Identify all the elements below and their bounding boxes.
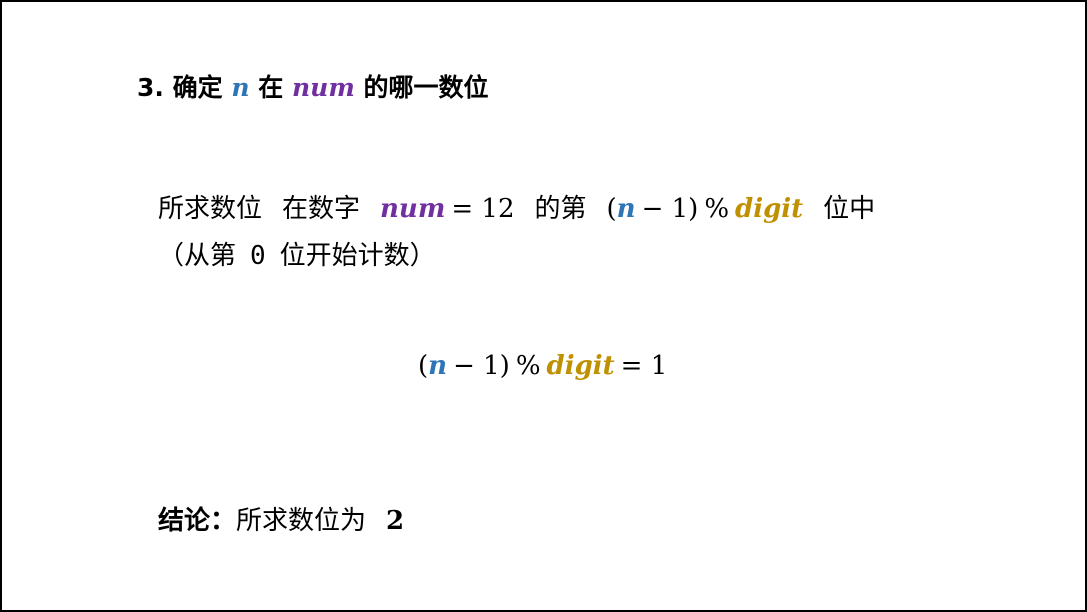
- formula-minus-one: − 1): [453, 351, 510, 381]
- note-close: 位开始计数）: [279, 241, 436, 271]
- formula-result: = 1: [620, 351, 668, 381]
- statement-part1: 所求数位: [158, 194, 263, 224]
- statement-var-digit: digit: [735, 194, 804, 224]
- statement-line: 所求数位在数字 num= 12 的第 (n− 1)%digit 位中: [158, 196, 875, 222]
- formula-percent: %: [515, 351, 541, 381]
- section-heading: 3. 确定 n 在 num 的哪一数位: [137, 75, 489, 100]
- formula: (n− 1)%digit= 1: [418, 353, 667, 379]
- formula-paren-open: (: [418, 351, 429, 381]
- statement-var-num: num: [380, 194, 446, 224]
- statement-note: （从第 0 位开始计数）: [158, 243, 436, 269]
- statement-part4: 位中: [823, 194, 876, 224]
- statement-part3: 的第: [534, 194, 587, 224]
- heading-var-n: n: [231, 73, 250, 102]
- formula-var-n: n: [428, 351, 448, 381]
- statement-var-n: n: [616, 194, 636, 224]
- heading-prefix: 3. 确定: [137, 73, 223, 102]
- statement-paren-open: (: [606, 194, 617, 224]
- conclusion-text: 所求数位为: [236, 506, 367, 536]
- conclusion-answer: 2: [386, 506, 405, 536]
- note-open: （从第: [158, 241, 237, 271]
- conclusion: 结论：所求数位为 2: [158, 508, 404, 534]
- note-zero: 0: [250, 241, 266, 271]
- statement-percent: %: [704, 194, 730, 224]
- statement-equals-value: = 12: [451, 194, 515, 224]
- heading-suffix: 的哪一数位: [363, 73, 489, 102]
- heading-var-num: num: [291, 73, 355, 102]
- statement-minus-one: − 1): [641, 194, 699, 224]
- conclusion-label: 结论：: [158, 506, 237, 536]
- formula-var-digit: digit: [546, 351, 615, 381]
- statement-part2: 在数字: [282, 194, 361, 224]
- heading-word-in: 在: [258, 73, 284, 102]
